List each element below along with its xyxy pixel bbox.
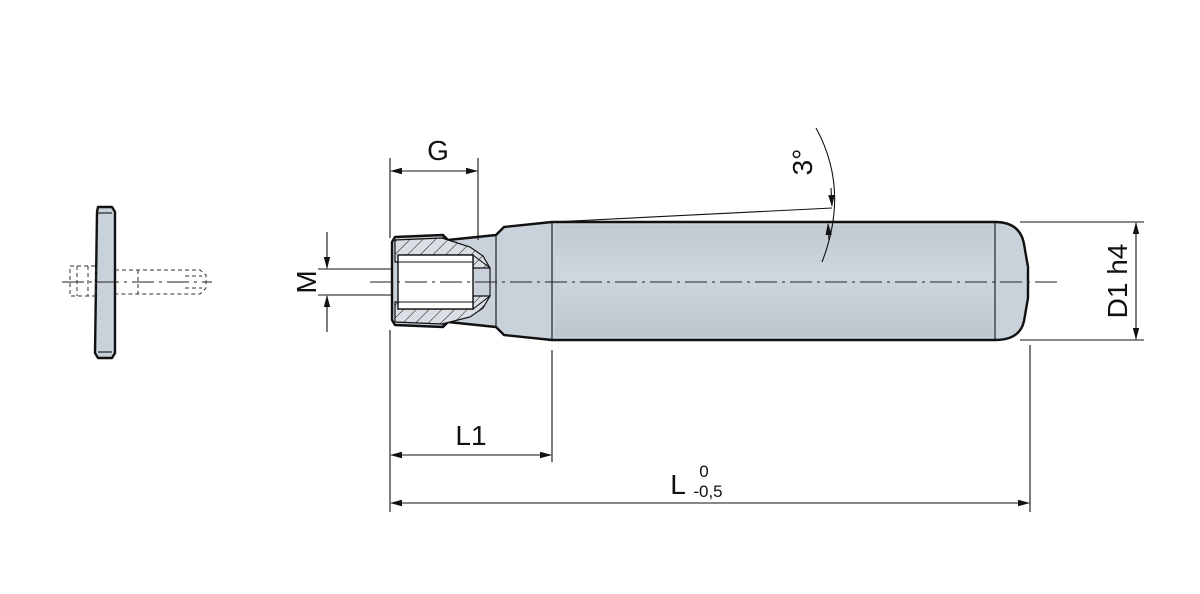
side-view — [62, 205, 212, 360]
dim-angle-label: 3° — [787, 149, 818, 176]
main-view — [370, 207, 1062, 342]
dim-g-label: G — [427, 135, 449, 166]
dim-l-tol-lower: -0,5 — [693, 482, 722, 501]
side-view-screw-head — [69, 265, 97, 297]
dim-angle-arc — [815, 127, 836, 263]
dim-l1-label: L1 — [455, 420, 486, 451]
dim-d1-label: D1 h4 — [1102, 244, 1133, 319]
taper-reference-line — [551, 207, 833, 223]
dim-l-tol-upper: 0 — [699, 462, 708, 481]
body-shade — [555, 225, 993, 337]
dimensions: G M L1 L 0 -0,5 D1 h4 3° — [291, 127, 1144, 512]
dim-m-label: M — [291, 270, 322, 293]
dim-l-label: L — [670, 469, 686, 500]
